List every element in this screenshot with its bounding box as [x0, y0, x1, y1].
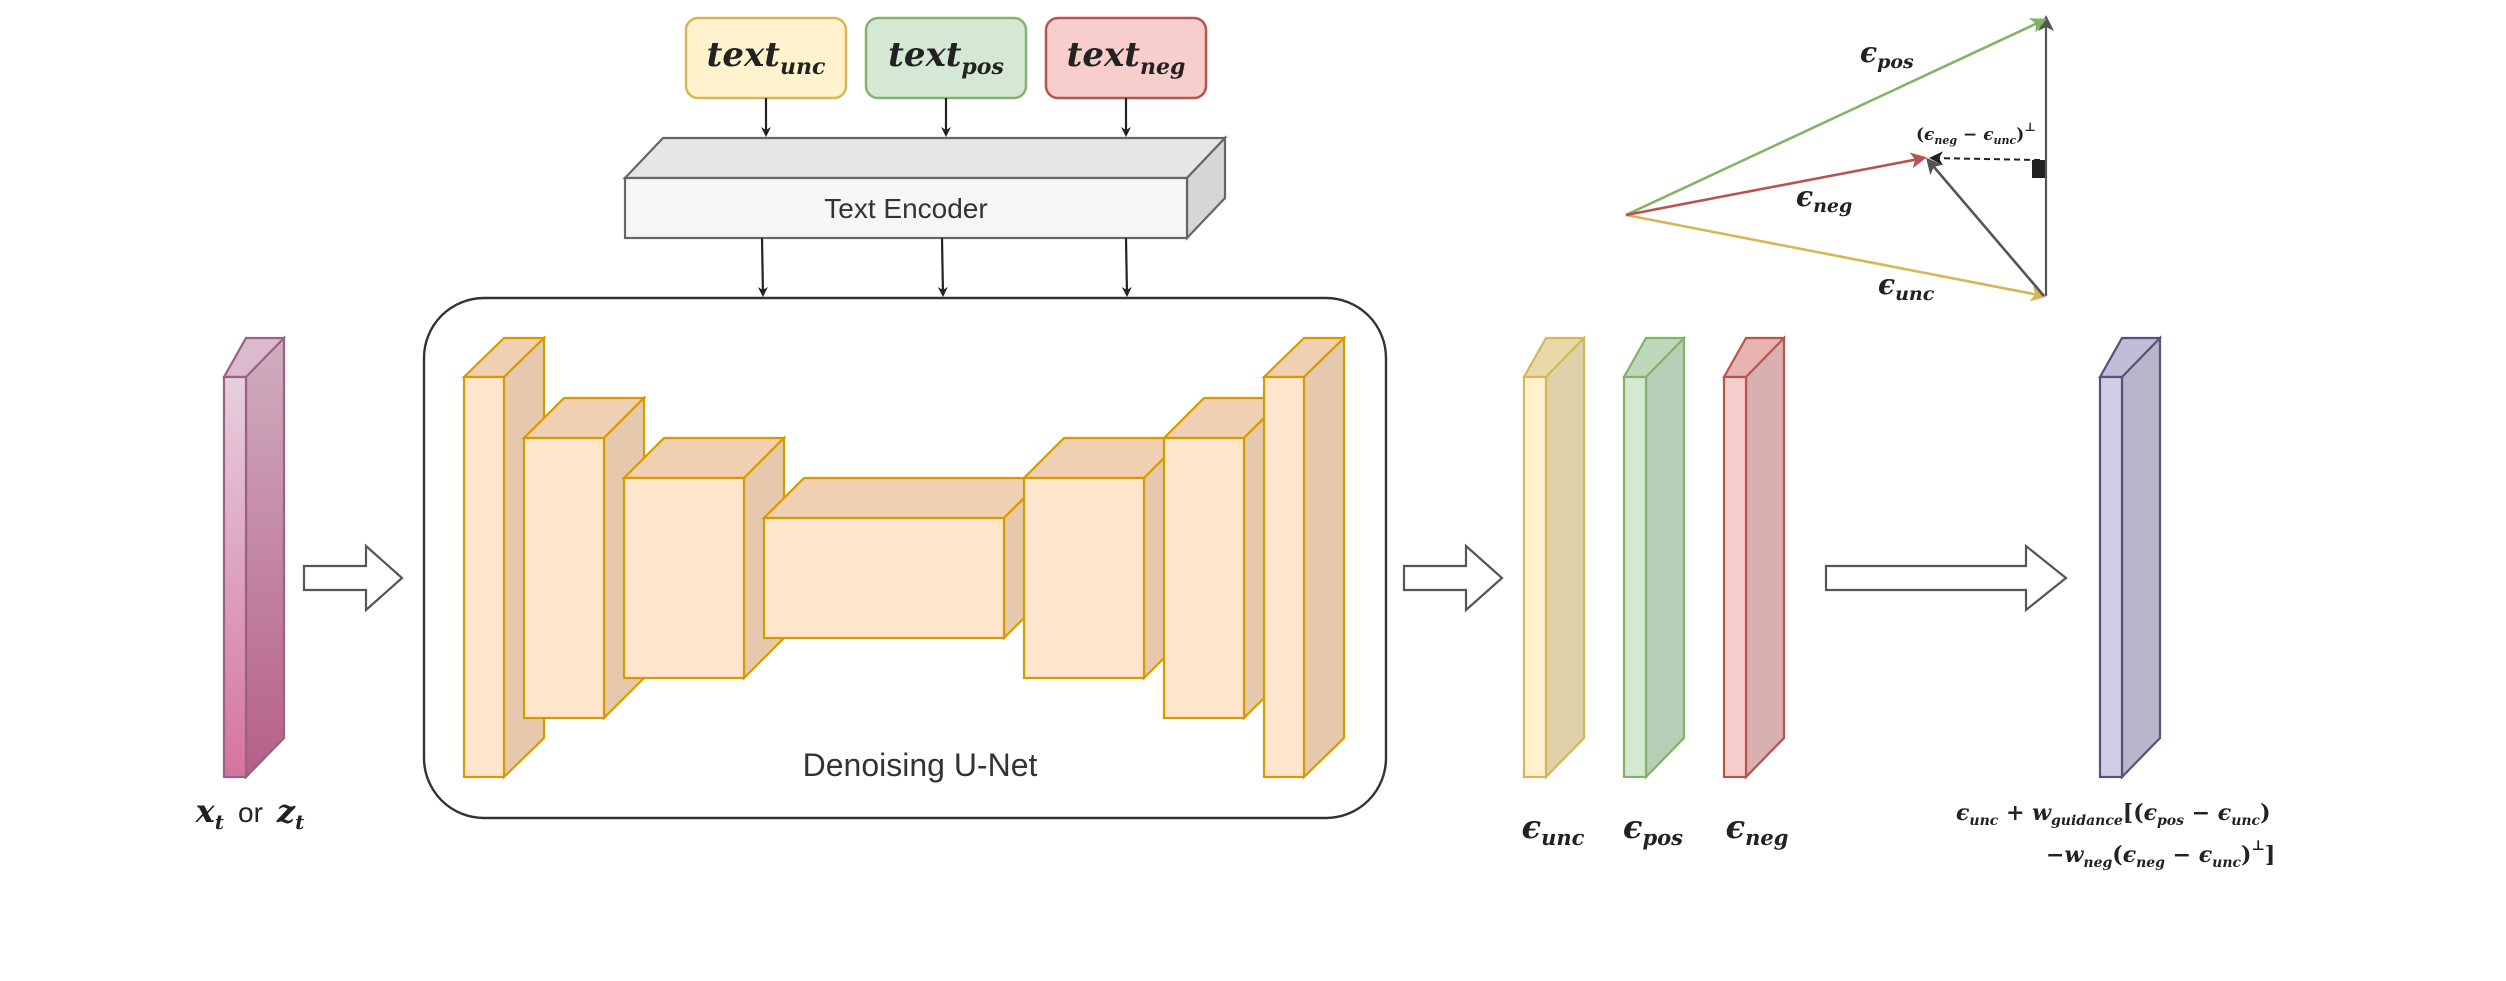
unet-layer-3 [621, 435, 787, 681]
unet-layer-5 [1021, 435, 1187, 681]
vector-neg-minus-unc [1926, 157, 2045, 297]
output-unc-block [1522, 335, 1586, 780]
arrow-unet-to-outputs [1402, 543, 1504, 613]
text-pos-sub: pos [961, 54, 1003, 80]
vector-perp-dashed [1929, 151, 2041, 166]
unet-label: Denoising U-Net [803, 747, 1038, 783]
vector-eps-neg [1625, 152, 1927, 217]
encoder-to-unet-arrows [757, 237, 1132, 297]
text-input-pos: textpos [864, 16, 1028, 100]
output-pos-label: ϵpos [1623, 808, 1683, 850]
text-neg-sub: neg [1140, 54, 1185, 80]
arrow-input-to-unet [302, 543, 404, 613]
text-neg-base: text [1067, 35, 1141, 75]
final-output-block [2098, 335, 2162, 780]
vector-label-unc: ϵunc [1878, 268, 1935, 305]
unet-layers [461, 335, 1347, 780]
vector-label-pos: ϵpos [1860, 36, 1914, 73]
vector-eps-pos [1625, 18, 2047, 217]
output-unc-label: ϵunc [1522, 808, 1585, 850]
text-unc-base: text [707, 35, 781, 75]
input-x-sub: t [215, 810, 225, 834]
text-unc-sub: unc [780, 54, 826, 80]
svg-text:textneg: textneg [1067, 35, 1186, 80]
input-z-sub: t [295, 810, 305, 834]
input-x: x [195, 792, 216, 830]
output-pos-block [1622, 335, 1686, 780]
input-z: z [276, 792, 296, 830]
arrow-outputs-to-final [1824, 543, 2068, 613]
unet-bottleneck [761, 475, 1047, 641]
input-or: or [238, 797, 263, 828]
text-pos-base: text [888, 35, 962, 75]
vector-label-neg: ϵneg [1796, 180, 1852, 217]
svg-text:textpos: textpos [888, 35, 1004, 80]
svg-text:textunc: textunc [707, 35, 826, 80]
vector-diagram [1625, 15, 2054, 302]
input-latent-block [222, 335, 286, 780]
formula-line-2: −wneg(ϵneg − ϵunc)⊥] [2046, 838, 2275, 871]
unet-layer-7 [1261, 335, 1347, 780]
vector-eps-unc [1625, 213, 2047, 302]
text-input-unc: textunc [684, 16, 848, 100]
text-encoder-block: Text Encoder [622, 135, 1228, 241]
vector-label-perp: (ϵneg − ϵunc)⊥ [1916, 120, 2036, 147]
text-input-neg: textneg [1044, 16, 1208, 100]
encoder-label: Text Encoder [824, 193, 987, 224]
output-neg-label: ϵneg [1726, 808, 1789, 850]
text-to-encoder-arrows [761, 98, 1131, 137]
formula-line-1: ϵunc + wguidance[(ϵpos − ϵunc) [1956, 800, 2271, 829]
output-neg-block [1722, 335, 1786, 780]
right-angle-marker [2032, 160, 2045, 178]
